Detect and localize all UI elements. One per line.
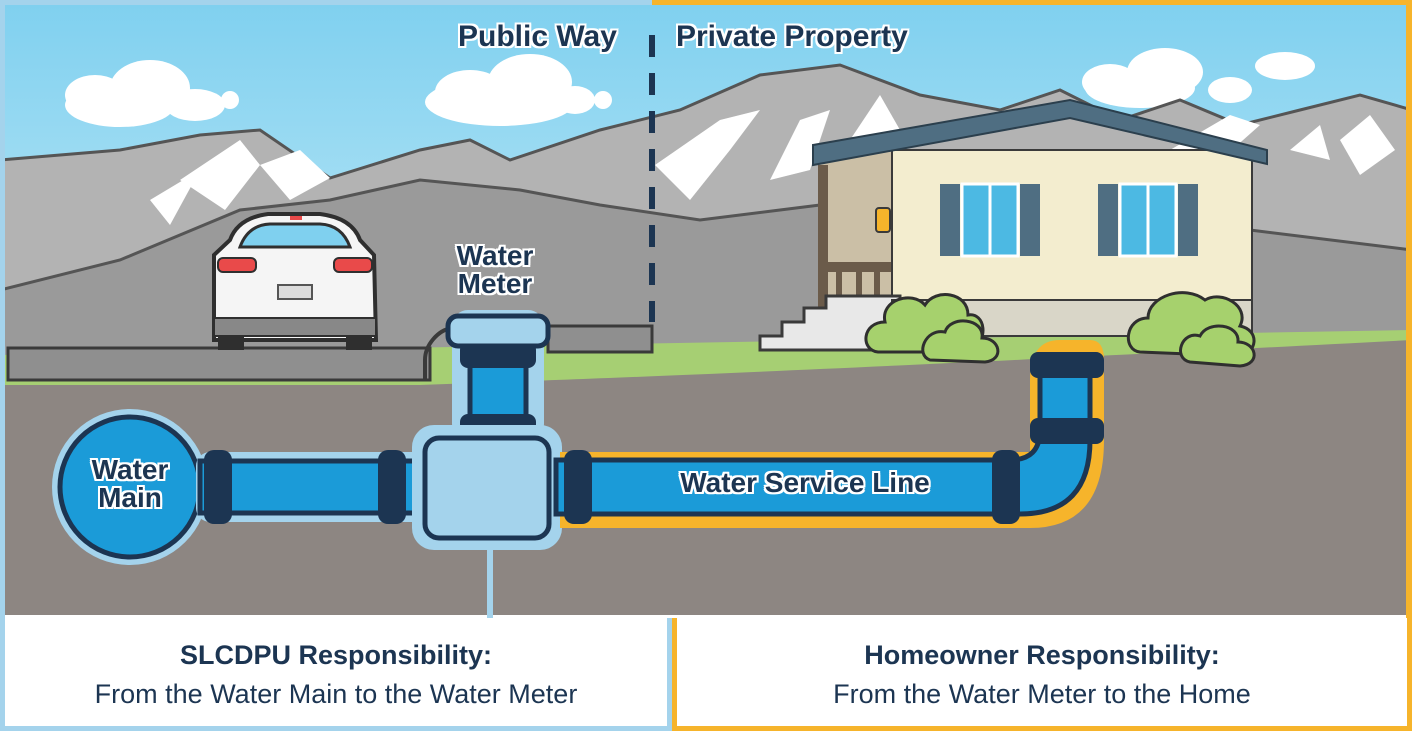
homeowner-pipe (553, 340, 1104, 528)
water-meter-label: Water Meter (430, 242, 560, 298)
cloud-middle (425, 54, 612, 126)
utility-pipe (52, 310, 562, 565)
utility-responsibility-title: SLCDPU Responsibility: (179, 640, 493, 670)
utility-responsibility-panel: SLCDPU Responsibility: From the Water Ma… (0, 618, 672, 731)
bush-left (864, 293, 1000, 364)
private-property-label: Private Property (676, 20, 908, 53)
water-meter-label-line2: Meter (457, 268, 533, 299)
water-meter-label-line1: Water (456, 240, 534, 271)
homeowner-responsibility-description: From the Water Meter to the Home (833, 679, 1251, 709)
water-meter-cap (445, 313, 551, 349)
water-main-label-line2: Main (98, 482, 162, 513)
cloud-left (65, 60, 239, 127)
car (212, 212, 379, 350)
cloud-right (1082, 48, 1315, 108)
meter-box (422, 435, 552, 541)
homeowner-responsibility-panel: Homeowner Responsibility: From the Water… (672, 618, 1412, 731)
house (758, 98, 1268, 352)
water-service-line-label: Water Service Line (680, 467, 930, 498)
snow-caps (150, 95, 1395, 225)
road (6, 346, 432, 382)
homeowner-responsibility-title: Homeowner Responsibility: (864, 640, 1220, 670)
utility-responsibility-description: From the Water Main to the Water Meter (94, 679, 578, 709)
water-main-label-line1: Water (91, 454, 169, 485)
sidewalk-slab (546, 324, 654, 354)
public-way-label: Public Way (458, 20, 617, 53)
water-main-label: Water Main (70, 456, 190, 512)
bush-right (1126, 291, 1256, 368)
